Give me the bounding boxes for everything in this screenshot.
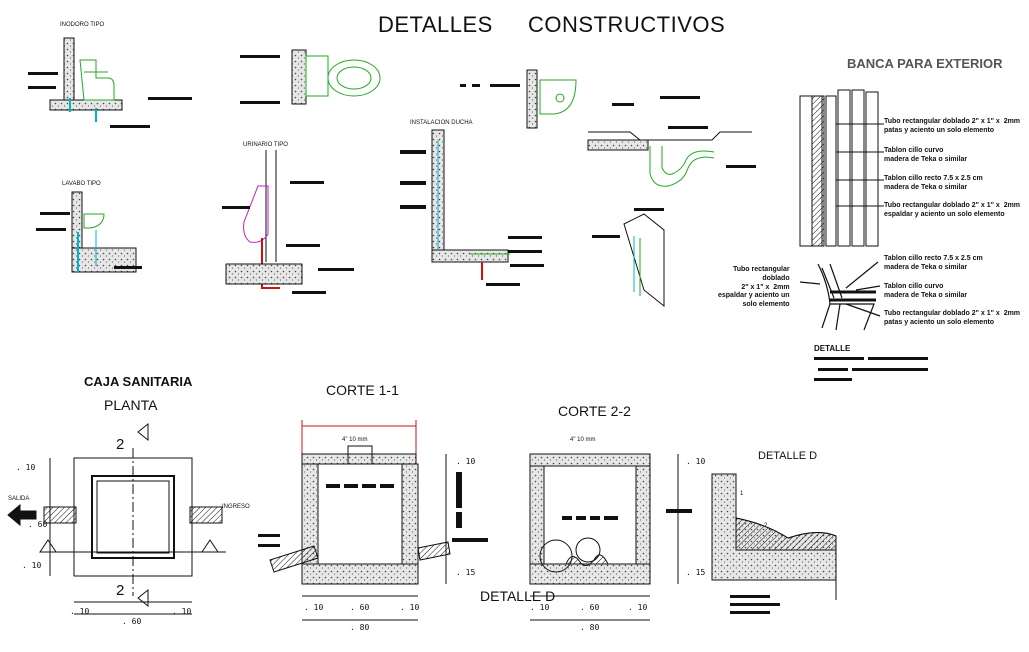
detalle-d-title: DETALLE D	[758, 450, 818, 462]
banca-note-4: Tubo rectangular doblado 2" x 1" x 2mm e…	[884, 202, 1021, 218]
corte22-title: CORTE 2-2	[558, 403, 631, 419]
label-inodoro: INODORO TIPO	[60, 22, 105, 28]
banca-note-1: Tubo rectangular doblado 2" x 1" x 2mm p…	[884, 118, 1021, 134]
corte22-dim-b2: . 60	[580, 603, 600, 612]
lavabo-detail	[71, 191, 137, 273]
inodoro-plan	[291, 49, 381, 105]
corte22-section	[529, 453, 679, 621]
banca-side	[799, 261, 881, 331]
label-urinario: URINARIO TIPO	[243, 142, 288, 148]
corte11-dim-bottom: . 15	[456, 568, 476, 577]
urinario-detail	[225, 150, 303, 289]
dim-bottom-right: . 10	[172, 607, 192, 616]
corte11-dim-top: . 10	[456, 457, 476, 466]
sifon-detail	[587, 131, 752, 187]
ducha-detail	[431, 129, 510, 280]
corte22-dim-top: . 10	[686, 457, 706, 466]
dim-bottom-total: . 60	[122, 617, 142, 626]
title-detalles: DETALLES	[378, 12, 493, 37]
caja-title: CAJA SANITARIA	[84, 374, 193, 389]
corte11-dim-b1: . 10	[304, 603, 324, 612]
dim-left-top: . 10	[16, 463, 36, 472]
salida-label: SALIDA	[8, 496, 30, 502]
banca-side-note-3: Tubo rectangular doblado 2" x 1" x 2mm p…	[884, 310, 1021, 326]
corte11-lid-note: 4" 10 mm	[342, 437, 368, 443]
corte22-dim-b3: . 10	[628, 603, 648, 612]
banca-note-3: Tablon cillo recto 7.5 x 2.5 cm madera d…	[884, 175, 983, 191]
title-constructivos: CONSTRUCTIVOS	[528, 12, 726, 37]
corte11-dim-b3: . 10	[400, 603, 420, 612]
dim-left-bottom: . 10	[22, 561, 42, 570]
inodoro-detail	[49, 37, 123, 122]
section-mark-bottom: 2	[116, 582, 125, 599]
banca-detalle-label: DETALLE	[814, 344, 851, 353]
detalle-d-marker-1: 1	[740, 491, 744, 497]
ducha-box-detail	[623, 213, 665, 308]
banca-front	[799, 89, 884, 247]
corte11-dim-total: . 80	[350, 623, 370, 632]
banca-side-note-1: Tablon cillo recto 7.5 x 2.5 cm madera d…	[884, 255, 983, 271]
banca-note-2: Tablon cillo curvo madera de Teka o simi…	[884, 147, 968, 163]
banca-title: BANCA PARA EXTERIOR	[847, 56, 1003, 71]
corte22-dim-b1: . 10	[530, 603, 550, 612]
dim-left-mid: . 60	[28, 520, 48, 529]
lavatorio-plan	[526, 69, 577, 129]
corte11-dim-b2: . 60	[350, 603, 370, 612]
label-ducha: INSTALACION DUCHA	[410, 120, 473, 126]
banca-side-note-2: Tablon cillo curvo madera de Teka o simi…	[884, 283, 968, 299]
corte22-lid-note: 4" 10 mm	[570, 437, 596, 443]
corte11-title: CORTE 1-1	[326, 382, 399, 398]
dim-bottom-left: . 10	[70, 607, 90, 616]
banca-side-note-left: Tubo rectangular doblado 2" x 1" x 2mm e…	[718, 266, 790, 308]
detalle-d-callout: DETALLE D	[480, 588, 556, 604]
ingreso-label: INGRESO	[222, 504, 250, 510]
corte22-dim-total: . 80	[580, 623, 600, 632]
corte11-section	[269, 420, 451, 621]
section-mark-top: 2	[116, 436, 125, 453]
label-lavabo: LAVABO TIPO	[62, 181, 101, 187]
caja-planta	[7, 422, 226, 615]
detalle-d-marker-2: 2	[764, 523, 768, 529]
caja-planta-label: PLANTA	[104, 397, 158, 413]
detalle-d-drawing	[711, 473, 837, 600]
corte22-dim-bottom: . 15	[686, 568, 706, 577]
